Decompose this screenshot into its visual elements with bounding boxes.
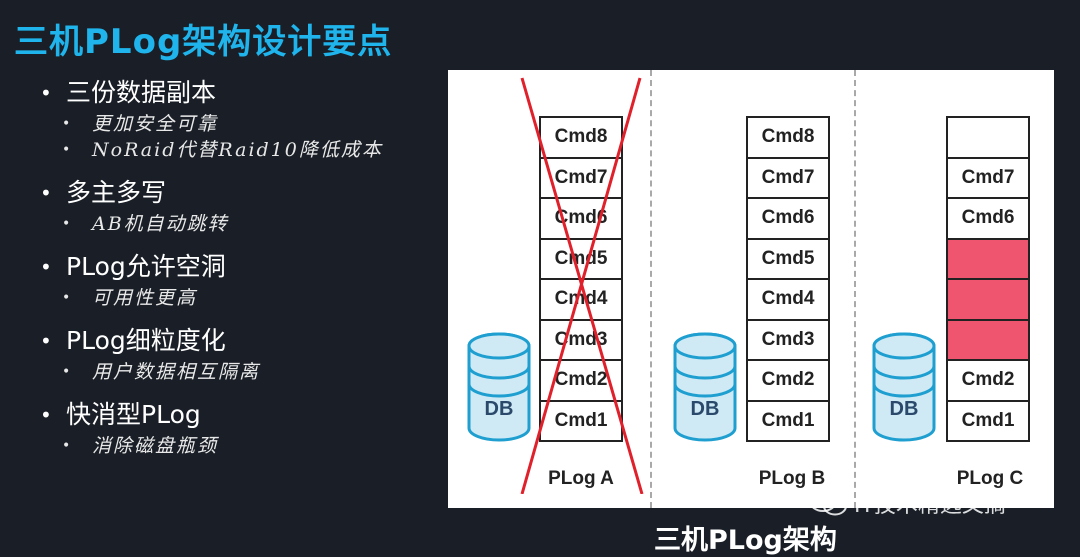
cmd-cell: Cmd2 (748, 361, 828, 402)
empty-cell (948, 118, 1028, 159)
bullet-sub: AB机自动跳转 (40, 211, 440, 237)
diagram-caption: 三机PLog架构 (654, 525, 837, 556)
db-label: DB (690, 398, 720, 420)
watermark: IT技术精选文摘 (808, 487, 1006, 519)
db-label: DB (889, 398, 919, 420)
cmd-cell: Cmd1 (961, 409, 1015, 431)
bullet-sub: 更加安全可靠 (40, 111, 440, 137)
cmd-cell: Cmd1 (554, 409, 608, 431)
hole-cell (948, 280, 1028, 321)
bullet-item: PLog细粒度化 用户数据相互隔离 (40, 323, 440, 385)
bullet-sub: NoRaid代替Raid10降低成本 (40, 137, 440, 163)
bullet-main: PLog细粒度化 (40, 323, 440, 359)
cmd-cell: Cmd7 (748, 159, 828, 199)
database-icon (467, 332, 531, 442)
database-icon (872, 332, 936, 442)
cmd-cell: Cmd4 (541, 280, 621, 321)
cmd-cell: Cmd7 (948, 159, 1028, 199)
slide-title: 三机PLog架构设计要点 (14, 22, 393, 62)
cmd-cell: Cmd6 (541, 199, 621, 240)
plog-b-stack: Cmd8 Cmd7 Cmd6 Cmd5 Cmd4 Cmd3 Cmd2 Cmd1 (746, 116, 830, 442)
bullet-item: PLog允许空洞 可用性更高 (40, 249, 440, 311)
plog-c-stack: Cmd7 Cmd6 Cmd2 Cmd1 (946, 116, 1030, 442)
cmd-cell: Cmd7 (541, 159, 621, 199)
plog-diagram: DB Cmd8 Cmd7 Cmd6 Cmd5 Cmd4 Cmd3 Cmd2 Cm… (448, 70, 1054, 508)
watermark-text: IT技术精选文摘 (854, 493, 1006, 518)
column-divider (854, 70, 856, 508)
bullet-main: 三份数据副本 (40, 75, 440, 111)
cmd-cell: Cmd8 (541, 118, 621, 159)
bullet-item: 快消型PLog 消除磁盘瓶颈 (40, 397, 440, 459)
cmd-cell: Cmd5 (748, 240, 828, 280)
plog-c-label: PLog C (956, 468, 1024, 489)
hole-cell (948, 320, 1028, 361)
bullet-item: 三份数据副本 更加安全可靠 NoRaid代替Raid10降低成本 (40, 75, 440, 163)
bullet-item: 多主多写 AB机自动跳转 (40, 175, 440, 237)
hole-cell (948, 239, 1028, 280)
bullet-sub: 消除磁盘瓶颈 (40, 433, 440, 459)
bullet-main: PLog允许空洞 (40, 249, 440, 285)
cmd-cell: Cmd2 (948, 361, 1028, 402)
plog-a-stack: Cmd8 Cmd7 Cmd6 Cmd5 Cmd4 Cmd3 Cmd2 Cmd1 (539, 116, 623, 442)
column-divider (650, 70, 652, 508)
db-label: DB (484, 398, 514, 420)
cmd-cell: Cmd1 (761, 409, 815, 431)
bullet-list: 三份数据副本 更加安全可靠 NoRaid代替Raid10降低成本 多主多写 AB… (40, 75, 440, 471)
bullet-main: 快消型PLog (40, 397, 440, 433)
bullet-main: 多主多写 (40, 175, 440, 211)
plog-a-label: PLog A (548, 468, 614, 489)
bullet-sub: 可用性更高 (40, 285, 440, 311)
plog-b-label: PLog B (758, 468, 826, 489)
wechat-icon (809, 490, 847, 516)
cmd-cell: Cmd6 (948, 199, 1028, 240)
cmd-cell: Cmd2 (541, 361, 621, 402)
cmd-cell: Cmd4 (748, 280, 828, 321)
failure-cross-icon (520, 77, 644, 494)
cmd-cell: Cmd8 (748, 118, 828, 159)
cmd-cell: Cmd3 (748, 321, 828, 361)
database-icon (673, 332, 737, 442)
cmd-cell: Cmd6 (748, 199, 828, 240)
bullet-sub: 用户数据相互隔离 (40, 359, 440, 385)
